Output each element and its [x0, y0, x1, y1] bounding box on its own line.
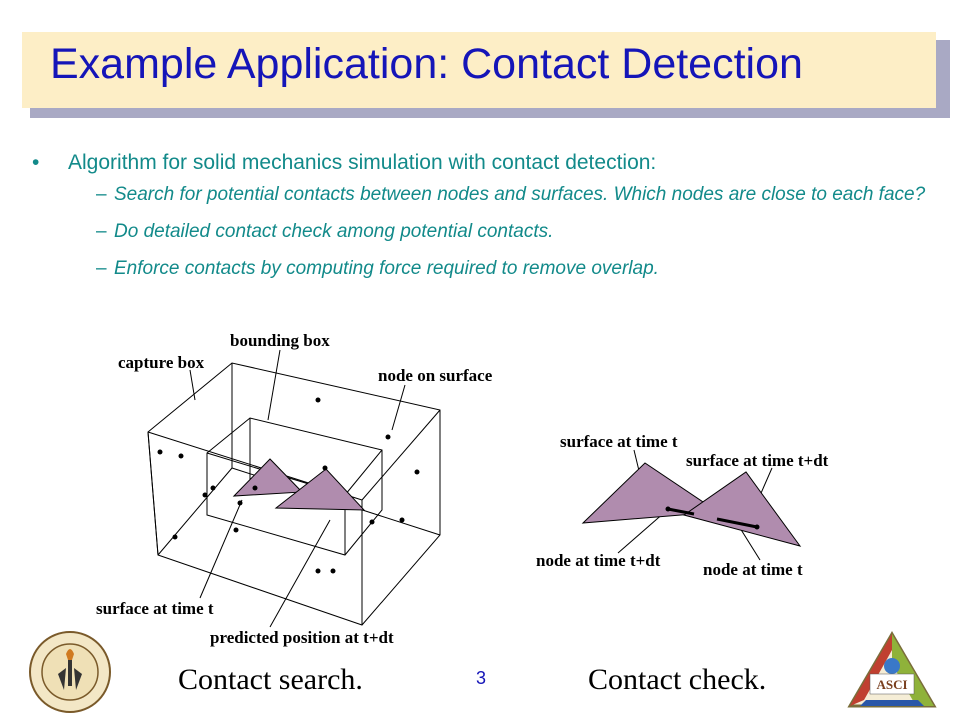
label-right-surface-at-time-t: surface at time t [560, 432, 678, 451]
triangle-surface-t-right [581, 462, 720, 524]
asci-logo-text: ASCI [876, 677, 907, 692]
label-capture-box: capture box [118, 353, 205, 372]
label-right-node-at-time-t-dt: node at time t+dt [536, 551, 661, 570]
page-number: 3 [476, 668, 487, 688]
caltech-seal-logo [29, 631, 111, 713]
node-dot-right [665, 506, 671, 512]
sub-bullet-item: – Do detailed contact check among potent… [28, 219, 928, 244]
label-bounding-box: bounding box [230, 331, 330, 350]
caption-contact-check: Contact check. [588, 663, 767, 696]
sub-bullet-item: – Enforce contacts by computing force re… [28, 256, 928, 281]
bullet-item-main: • Algorithm for solid mechanics simulati… [28, 148, 928, 178]
node-dots [157, 397, 420, 574]
label-right-node-at-time-t: node at time t [703, 560, 803, 579]
label-right-surface-at-time-t-dt: surface at time t+dt [686, 451, 829, 470]
bullet-marker: • [32, 151, 40, 174]
label-surface-at-time-t: surface at time t [96, 599, 214, 618]
sub-bullet-item: – Search for potential contacts between … [28, 182, 928, 207]
triangle-surface-t-dt-right [682, 471, 802, 547]
caption-contact-search: Contact search. [178, 663, 363, 696]
sub-bullet-text: Search for potential contacts between no… [114, 184, 926, 205]
slide-title: Example Application: Contact Detection [50, 40, 803, 88]
label-node-on-surface: node on surface [378, 366, 493, 385]
triangle-surface-t-dt [274, 468, 366, 511]
node-motion-line-2 [716, 517, 758, 529]
bullet-list: • Algorithm for solid mechanics simulati… [28, 148, 928, 293]
dash-marker: – [96, 258, 107, 279]
dash-marker: – [96, 221, 107, 242]
sub-bullet-text: Do detailed contact check among potentia… [114, 221, 554, 242]
sub-bullet-text: Enforce contacts by computing force requ… [114, 258, 659, 279]
title-box [22, 32, 936, 108]
node-dot-right [754, 524, 760, 530]
node-motion-line-1 [667, 507, 695, 516]
bullet-text: Algorithm for solid mechanics simulation… [68, 151, 657, 174]
triangle-surface-t [232, 458, 304, 497]
asci-logo: ASCI [847, 631, 937, 708]
label-predicted-position: predicted position at t+dt [210, 628, 394, 647]
dash-marker: – [96, 184, 107, 205]
